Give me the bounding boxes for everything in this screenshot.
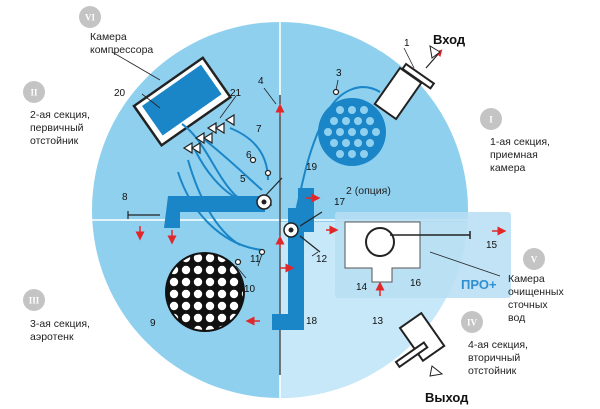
label-compressor-line2: компрессора xyxy=(90,44,153,56)
callout-15: 15 xyxy=(486,240,498,251)
label-section4-line3: отстойник xyxy=(468,365,517,377)
roman-badges: VI II I V III IV xyxy=(23,6,545,333)
callout-7: 7 xyxy=(256,124,262,135)
airlift-section-3 xyxy=(272,188,323,330)
callout-12: 12 xyxy=(316,254,328,265)
label-section5-line1: Камера xyxy=(508,273,545,285)
badge-v-text: V xyxy=(531,255,538,265)
badge-ii-text: II xyxy=(30,88,38,98)
callout-11: 11 xyxy=(250,254,261,265)
valve-block-21 xyxy=(182,113,235,155)
label-section4-line2: вторичный xyxy=(468,352,520,364)
flow-arrows xyxy=(135,103,507,326)
label-section1-line3: камера xyxy=(490,162,526,174)
label-section2-line3: отстойник xyxy=(30,135,79,147)
compressor-chamber xyxy=(132,56,233,148)
callout-18: 18 xyxy=(306,316,318,327)
callout-17: 17 xyxy=(334,197,346,208)
badge-v xyxy=(523,248,545,270)
compressor-20 xyxy=(142,64,222,136)
label-section4-line1: 4-ая секция, xyxy=(468,339,528,351)
badge-iii xyxy=(23,289,45,311)
probes xyxy=(127,88,340,266)
label-section5-line4: вод xyxy=(508,312,525,324)
callout-3: 3 xyxy=(336,68,342,79)
leader-lines xyxy=(111,47,501,279)
badge-iv xyxy=(461,311,483,333)
label-section1-line2: приемная xyxy=(490,149,538,161)
callout-9: 9 xyxy=(150,318,156,329)
label-section1-line1: 1-ая секция, xyxy=(490,136,550,148)
callout-20: 20 xyxy=(114,88,126,99)
label-outlet: Выход xyxy=(425,390,469,405)
aerator-9 xyxy=(165,252,245,332)
inlet-pipe xyxy=(373,45,443,121)
badge-vi xyxy=(79,6,101,28)
section-labels: Камера компрессора 2-ая секция, первичны… xyxy=(30,31,564,405)
callout-16: 16 xyxy=(410,278,422,289)
callout-4: 4 xyxy=(258,76,264,87)
badge-vi-text: VI xyxy=(85,13,95,23)
label-option: 2 (опция) xyxy=(346,185,391,197)
callout-19: 19 xyxy=(306,162,318,173)
callout-numbers: 1 3 4 20 21 7 6 5 19 17 8 12 11 10 9 18 … xyxy=(114,38,498,329)
clean-water-chamber xyxy=(344,221,471,283)
label-section2-line2: первичный xyxy=(30,122,84,134)
outlet-pipe xyxy=(394,311,446,377)
badge-iii-text: III xyxy=(29,296,40,306)
callout-13: 13 xyxy=(372,316,384,327)
label-pro: ПРО+ xyxy=(461,277,497,292)
callout-21: 21 xyxy=(230,88,242,99)
badge-i xyxy=(480,108,502,130)
label-section5-line3: сточных xyxy=(508,299,548,311)
callout-10: 10 xyxy=(244,284,256,295)
label-compressor-line1: Камера xyxy=(90,31,127,43)
callout-5: 5 xyxy=(240,174,246,185)
badge-iv-text: IV xyxy=(467,318,478,328)
badge-i-text: I xyxy=(489,115,493,125)
pump-16 xyxy=(365,227,395,257)
filter-2 xyxy=(318,98,386,166)
label-section3-line2: аэротенк xyxy=(30,331,74,343)
label-section2-line1: 2-ая секция, xyxy=(30,109,90,121)
callout-8: 8 xyxy=(122,192,128,203)
callout-14: 14 xyxy=(356,282,368,293)
label-section5-line2: очищенных xyxy=(508,286,564,298)
label-section3-line1: 3-ая секция, xyxy=(30,318,90,330)
badge-ii xyxy=(23,81,45,103)
label-inlet: Вход xyxy=(433,32,466,47)
callout-6: 6 xyxy=(246,150,252,161)
callout-1: 1 xyxy=(404,38,410,49)
airlift-section-2 xyxy=(164,177,283,228)
